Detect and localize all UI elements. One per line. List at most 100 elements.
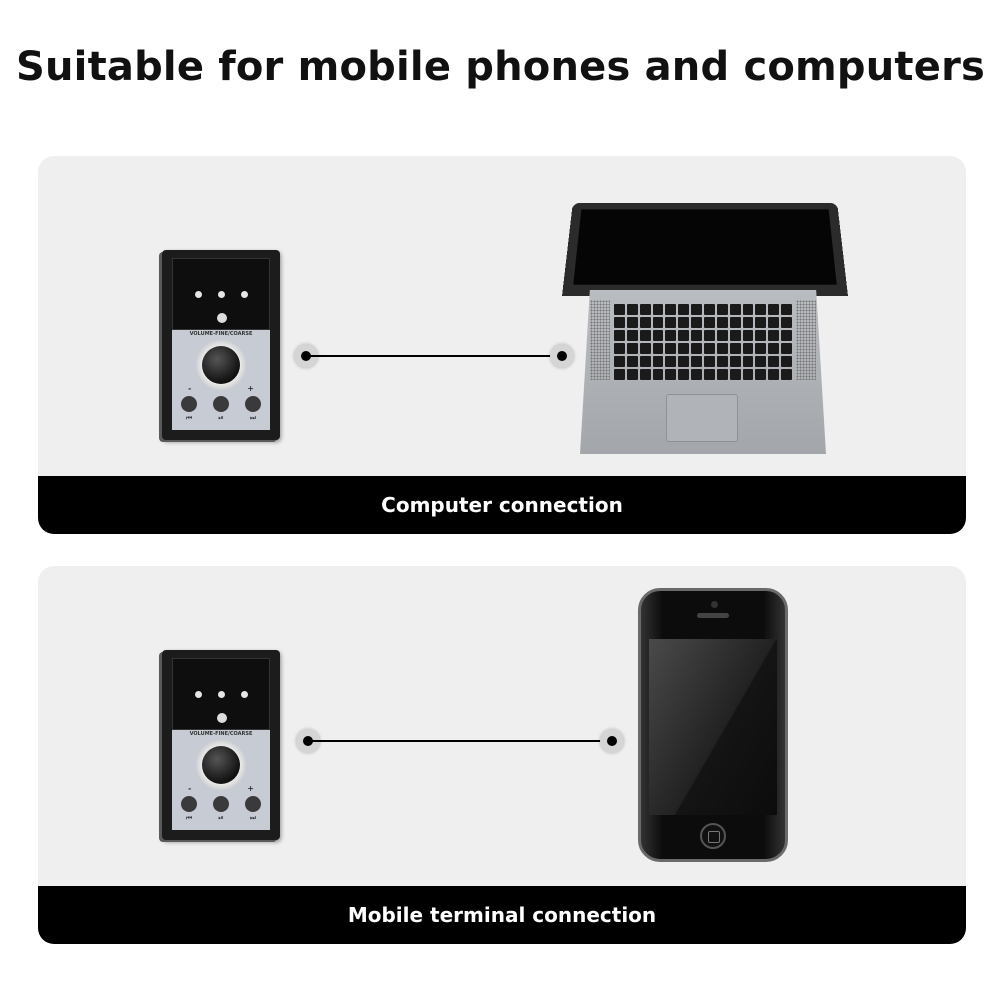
indicator-face (172, 658, 270, 730)
keyboard-key (652, 356, 664, 367)
earpiece (697, 613, 729, 618)
keyboard-key (742, 317, 754, 328)
keyboard-key (639, 369, 651, 380)
keyboard-key (614, 330, 625, 341)
front-camera (711, 601, 718, 608)
keyboard-key (626, 356, 638, 367)
keyboard-key (729, 330, 741, 341)
keyboard-key (678, 369, 690, 380)
keyboard-key (703, 330, 715, 341)
keyboard-key (716, 317, 728, 328)
keyboard-key (729, 356, 741, 367)
keyboard-key (652, 330, 664, 341)
keyboard-key (665, 317, 677, 328)
cable-line (308, 740, 612, 742)
keyboard-key (639, 330, 651, 341)
led-mid (217, 691, 225, 698)
keyboard-key (626, 304, 638, 315)
next-button (245, 796, 261, 812)
plus-label: + (247, 784, 254, 793)
keyboard-key (768, 369, 780, 380)
next-button (245, 396, 261, 412)
keyboard-key (691, 330, 702, 341)
keyboard-key (742, 356, 754, 367)
keyboard-key (665, 304, 677, 315)
connector-dot-right (550, 344, 574, 368)
keyboard-key (716, 356, 728, 367)
mode-button (217, 713, 227, 723)
cable-line (306, 355, 562, 357)
previous-button (181, 396, 197, 412)
keyboard-key (703, 317, 715, 328)
keyboard-key (639, 343, 651, 354)
keyboard-key (781, 330, 792, 341)
speaker-grille-right (796, 300, 816, 380)
keyboard-key (742, 330, 754, 341)
previous-icon: ⏮ (185, 814, 193, 822)
previous-button (181, 796, 197, 812)
keyboard-key (652, 343, 664, 354)
laptop-screen (573, 209, 837, 285)
laptop-icon (558, 186, 858, 456)
keyboard-key (614, 356, 625, 367)
keyboard-key (639, 317, 651, 328)
control-face: VOLUME-FINE/COARSE - + ⏮ ⏯ ⏭ (172, 730, 270, 830)
phone-screen (649, 639, 777, 815)
keyboard-key (665, 369, 677, 380)
keyboard-key (755, 356, 767, 367)
keyboard-key (652, 304, 664, 315)
led-low (194, 291, 202, 298)
keyboard-key (652, 317, 664, 328)
keyboard-key (742, 304, 754, 315)
keyboard-key (626, 317, 638, 328)
mode-button (217, 313, 227, 323)
keyboard-key (678, 356, 690, 367)
laptop-keyboard (614, 304, 792, 380)
led-high (240, 691, 248, 698)
minus-label: - (188, 384, 192, 393)
led-high (240, 291, 248, 298)
play-pause-icon: ⏯ (218, 814, 224, 822)
led-low (194, 691, 202, 698)
keyboard-key (716, 304, 728, 315)
volume-knob (202, 746, 240, 784)
keyboard-key (755, 317, 767, 328)
home-button (700, 823, 726, 849)
keyboard-key (614, 343, 625, 354)
keyboard-key (703, 304, 715, 315)
keyboard-key (665, 330, 677, 341)
laptop-trackpad (666, 394, 738, 442)
play-pause-button (213, 396, 229, 412)
plus-label: + (247, 384, 254, 393)
keyboard-key (716, 343, 728, 354)
keyboard-key (691, 304, 702, 315)
keyboard-key (678, 304, 690, 315)
connector-dot-right (600, 729, 624, 753)
keyboard-key (678, 343, 690, 354)
keyboard-key (729, 317, 741, 328)
keyboard-key (716, 330, 728, 341)
speaker-grille-left (590, 300, 610, 380)
volume-knob (202, 346, 240, 384)
keyboard-key (691, 317, 702, 328)
indicator-leds (173, 683, 269, 702)
indicator-leds (173, 283, 269, 302)
keyboard-key (626, 343, 638, 354)
volume-knob-ring (196, 740, 246, 790)
keyboard-key (729, 369, 741, 380)
next-icon: ⏭ (249, 814, 257, 822)
keyboard-key (614, 304, 625, 315)
usb-audio-controller-image: VOLUME-FINE/COARSE - + ⏮ ⏯ ⏭ (162, 250, 280, 440)
keyboard-key (691, 343, 702, 354)
keyboard-key (781, 304, 792, 315)
keyboard-key (781, 343, 792, 354)
keyboard-key (755, 369, 767, 380)
keyboard-key (691, 356, 702, 367)
volume-label: VOLUME-FINE/COARSE (189, 331, 253, 337)
keyboard-key (768, 343, 780, 354)
next-icon: ⏭ (249, 414, 257, 422)
smartphone-icon (638, 588, 788, 862)
keyboard-key (639, 356, 651, 367)
keyboard-key (716, 369, 728, 380)
usb-audio-controller-image: VOLUME-FINE/COARSE - + ⏮ ⏯ ⏭ (162, 650, 280, 840)
